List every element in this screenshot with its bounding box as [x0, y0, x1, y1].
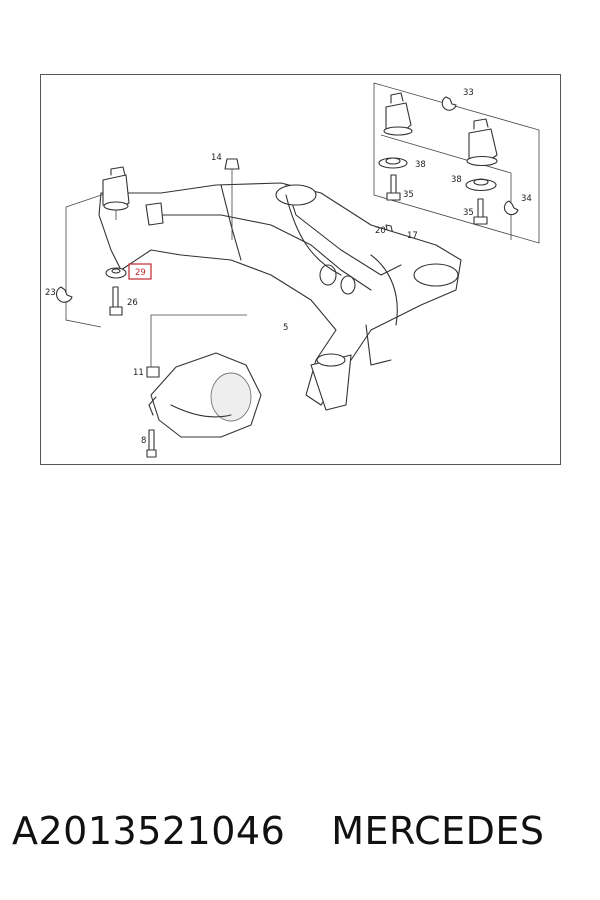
washer-38-right — [465, 178, 497, 192]
nut-icon-33 — [441, 96, 457, 111]
mount-kit-inset — [373, 82, 540, 244]
label-35-right: 35 — [463, 208, 474, 218]
nut-11 — [146, 314, 247, 378]
rubber-mount-upper-left — [383, 92, 413, 136]
nut-14 — [224, 158, 240, 240]
left-mount-assembly — [65, 166, 164, 328]
bolt-26 — [109, 286, 123, 316]
label-20: 20 — [375, 226, 386, 236]
bolt-35-left — [386, 174, 401, 201]
nut-icon-34 — [503, 200, 519, 216]
product-caption: A2013521046 MERCEDES — [12, 806, 592, 856]
label-35-left: 35 — [403, 190, 414, 200]
label-17: 17 — [407, 231, 418, 241]
washer-38-left — [378, 157, 408, 169]
label-23: 23 — [45, 288, 56, 298]
label-11: 11 — [133, 368, 144, 378]
label-38-right: 38 — [451, 175, 462, 185]
rear-subframe-5 — [98, 182, 462, 411]
label-29: 29 — [135, 268, 146, 278]
label-33: 33 — [463, 88, 474, 98]
label-26: 26 — [127, 298, 138, 308]
label-14: 14 — [211, 153, 222, 163]
differential-housing — [148, 352, 262, 438]
washer-29 — [105, 267, 127, 279]
highlight-box-29 — [128, 263, 152, 280]
brand-name: MERCEDES — [331, 809, 545, 853]
parts-diagram: 33 38 38 34 35 35 20 17 14 23 29 26 11 5… — [40, 74, 561, 465]
bolt-35-right — [473, 198, 488, 225]
bolt-8 — [146, 429, 157, 458]
part-number: A2013521046 — [12, 809, 286, 853]
nut-icon-23 — [55, 286, 73, 303]
label-34: 34 — [521, 194, 532, 204]
rear-subframe-exploded-view: 33 38 38 34 35 35 20 17 14 23 29 26 11 5… — [45, 82, 540, 458]
label-8: 8 — [141, 436, 146, 446]
label-38-left: 38 — [415, 160, 426, 170]
label-5: 5 — [283, 323, 288, 333]
rubber-mount-upper-right — [466, 118, 498, 167]
